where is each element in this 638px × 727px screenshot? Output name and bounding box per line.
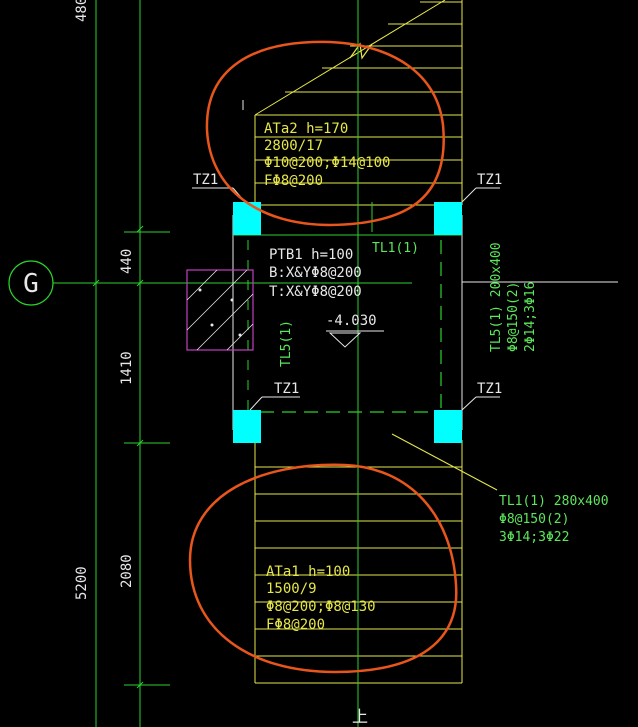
section-detail[interactable]	[186, 269, 254, 351]
elevation-value: -4.030	[326, 313, 377, 329]
beam-label-tl1-short: TL1(1)	[372, 241, 419, 256]
dimension-440: 440	[119, 249, 135, 274]
column-label-bottom-left: TZ1	[274, 381, 299, 397]
lower-stair-line3: Φ8@200;Φ8@130	[266, 599, 376, 615]
platform-line1: PTB1 h=100	[269, 247, 353, 263]
dimension-2080: 2080	[119, 554, 135, 588]
left-dimension-lines	[92, 0, 170, 727]
bottom-mark: 上	[352, 707, 368, 726]
column-tz1-top-right[interactable]	[434, 202, 462, 235]
markup-circle-lower	[188, 463, 458, 674]
platform-line3: T:X&YΦ8@200	[269, 284, 362, 300]
lower-stair-label: ATa1 h=100 1500/9 Φ8@200;Φ8@130 FΦ8@200	[266, 564, 376, 633]
elevation-marker: -4.030	[326, 313, 384, 348]
markup-circle-upper	[205, 40, 445, 227]
column-tz1-bottom-right[interactable]	[434, 410, 462, 443]
lower-stair-line1: ATa1 h=100	[266, 564, 350, 580]
column-label-bottom-right: TZ1	[477, 381, 502, 397]
platform-slab[interactable]	[232, 202, 463, 430]
upper-stair-line1: ATa2 h=170	[264, 121, 348, 137]
column-tz1-bottom-left[interactable]	[233, 410, 261, 443]
lower-stair-line4: FΦ8@200	[266, 617, 325, 633]
platform-line2: B:X&YΦ8@200	[269, 265, 362, 281]
tl5-line2: Φ8@150(2)	[506, 282, 521, 352]
beam-tl1-annotation: TL1(1) 280x400 Φ8@150(2) 3Φ14;3Φ22	[391, 433, 609, 545]
column-label-top-right: TZ1	[477, 172, 502, 188]
upper-stair-line2: 2800/17	[264, 138, 323, 154]
dimension-5200: 5200	[74, 566, 90, 600]
lower-stair-line2: 1500/9	[266, 581, 317, 597]
upper-stair-line3: Φ10@200;Φ14@100	[264, 155, 390, 171]
beam-tl5-annotation: TL5(1) 200x400 Φ8@150(2) 2Φ14;3Φ16	[462, 242, 618, 352]
tl5-line1: TL5(1) 200x400	[489, 242, 504, 352]
beam-label-tl5-short: TL5(1)	[279, 320, 294, 367]
dimension-480: 480	[74, 0, 90, 22]
axis-label-g: G	[23, 269, 39, 299]
tl5-line3: 2Φ14;3Φ16	[523, 282, 538, 352]
tl1-line2: Φ8@150(2)	[499, 512, 569, 527]
upper-stair-label: ATa2 h=170 2800/17 Φ10@200;Φ14@100 FΦ8@2…	[264, 121, 390, 189]
platform-label: PTB1 h=100 B:X&YΦ8@200 T:X&YΦ8@200	[269, 247, 362, 300]
tl1-line3: 3Φ14;3Φ22	[499, 530, 569, 545]
column-label-top-left: TZ1	[193, 172, 218, 188]
upper-stair-line4: FΦ8@200	[264, 173, 323, 189]
dimension-1410: 1410	[119, 351, 135, 385]
tl1-line1: TL1(1) 280x400	[499, 494, 609, 509]
column-tz1-top-left[interactable]	[233, 202, 261, 235]
